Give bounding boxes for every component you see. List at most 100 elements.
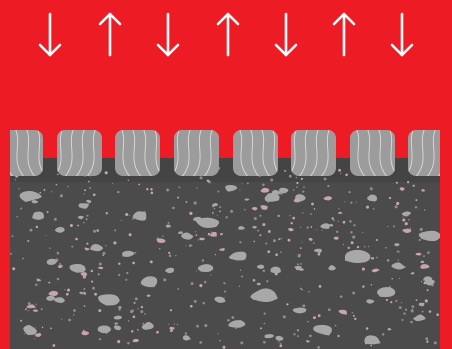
sand-speck (349, 220, 352, 223)
sand-speck (98, 273, 100, 275)
sand-speck (71, 246, 73, 248)
sand-speck (24, 333, 25, 334)
sand-speck (429, 310, 432, 313)
sand-speck (382, 333, 384, 335)
concrete-substrate (10, 158, 441, 349)
sand-speck (239, 241, 241, 243)
sand-speck (129, 233, 132, 236)
sand-speck (348, 191, 350, 193)
sand-speck (86, 218, 88, 220)
sand-speck (427, 289, 429, 291)
sand-speck (254, 217, 257, 220)
sand-speck (296, 186, 298, 188)
sand-speck (102, 252, 105, 255)
sand-speck (73, 314, 74, 315)
sand-speck (310, 226, 312, 228)
sand-speck (376, 257, 378, 259)
sand-speck (185, 201, 187, 203)
sand-speck (403, 312, 405, 314)
sand-speck (336, 231, 338, 233)
sand-speck (235, 328, 236, 329)
sand-speck (25, 309, 26, 310)
sand-speck (264, 323, 266, 325)
sand-speck (73, 309, 76, 312)
sand-speck (278, 341, 279, 342)
sand-speck (84, 305, 86, 307)
sand-speck (12, 267, 15, 270)
sand-speck (113, 241, 116, 244)
sand-speck (268, 230, 271, 233)
sand-speck (83, 288, 85, 290)
sand-speck (211, 231, 212, 232)
sand-speck (223, 346, 226, 349)
sand-speck (134, 302, 136, 304)
sand-speck (200, 176, 203, 179)
sand-speck (129, 215, 130, 216)
sand-speck (301, 178, 303, 180)
sand-speck (290, 215, 291, 216)
sand-speck (343, 221, 346, 224)
sand-speck (280, 343, 282, 345)
sand-speck (296, 182, 298, 184)
sand-speck (370, 187, 373, 190)
sand-speck (340, 295, 343, 298)
sand-speck (217, 191, 219, 193)
sand-speck (422, 311, 424, 313)
sand-speck (199, 284, 202, 287)
sand-speck (224, 297, 225, 298)
sand-speck (49, 247, 51, 249)
sand-speck (226, 216, 228, 218)
sand-speck (15, 179, 16, 180)
sand-speck (396, 182, 398, 184)
sand-speck (260, 327, 262, 329)
sand-speck (125, 213, 128, 216)
sand-speck (102, 254, 104, 256)
sand-speck (239, 286, 240, 287)
sand-speck (177, 288, 179, 290)
sand-speck (278, 215, 280, 217)
sand-speck (84, 189, 86, 191)
sand-speck (12, 235, 14, 237)
sand-speck (126, 272, 128, 274)
sand-speck (219, 206, 221, 208)
sand-speck (194, 201, 197, 204)
sand-speck (351, 241, 354, 244)
sand-speck (227, 319, 230, 322)
sand-speck (10, 253, 12, 255)
sand-speck (135, 297, 138, 300)
sand-speck (313, 316, 316, 319)
sand-speck (36, 226, 38, 228)
sand-speck (150, 260, 153, 263)
sand-speck (93, 193, 96, 196)
sand-speck (297, 335, 299, 337)
sand-speck (413, 185, 415, 187)
sand-speck (19, 188, 20, 189)
sand-speck (99, 262, 102, 265)
sand-speck (177, 197, 179, 199)
sand-speck (398, 259, 400, 261)
sand-speck (357, 246, 359, 248)
sand-speck (302, 304, 305, 307)
sand-speck (150, 188, 152, 190)
sand-speck (57, 278, 60, 281)
sand-speck (214, 208, 216, 210)
sand-speck (415, 206, 417, 208)
sand-speck (411, 309, 414, 312)
sand-speck (50, 328, 52, 330)
sand-speck (313, 242, 314, 243)
sand-speck (191, 245, 192, 246)
sand-speck (293, 333, 295, 335)
sand-speck (68, 289, 69, 290)
stone-tile-icon (115, 128, 164, 178)
sand-speck (270, 178, 273, 181)
sand-speck (350, 202, 352, 204)
sand-speck (140, 310, 143, 313)
sand-speck (162, 235, 164, 237)
sand-speck (316, 229, 317, 230)
sand-speck (352, 236, 355, 239)
sand-speck (426, 341, 428, 343)
stone-tile-icon (287, 128, 336, 178)
sand-speck (307, 321, 308, 322)
sand-speck (118, 274, 120, 276)
sand-speck (61, 319, 62, 320)
